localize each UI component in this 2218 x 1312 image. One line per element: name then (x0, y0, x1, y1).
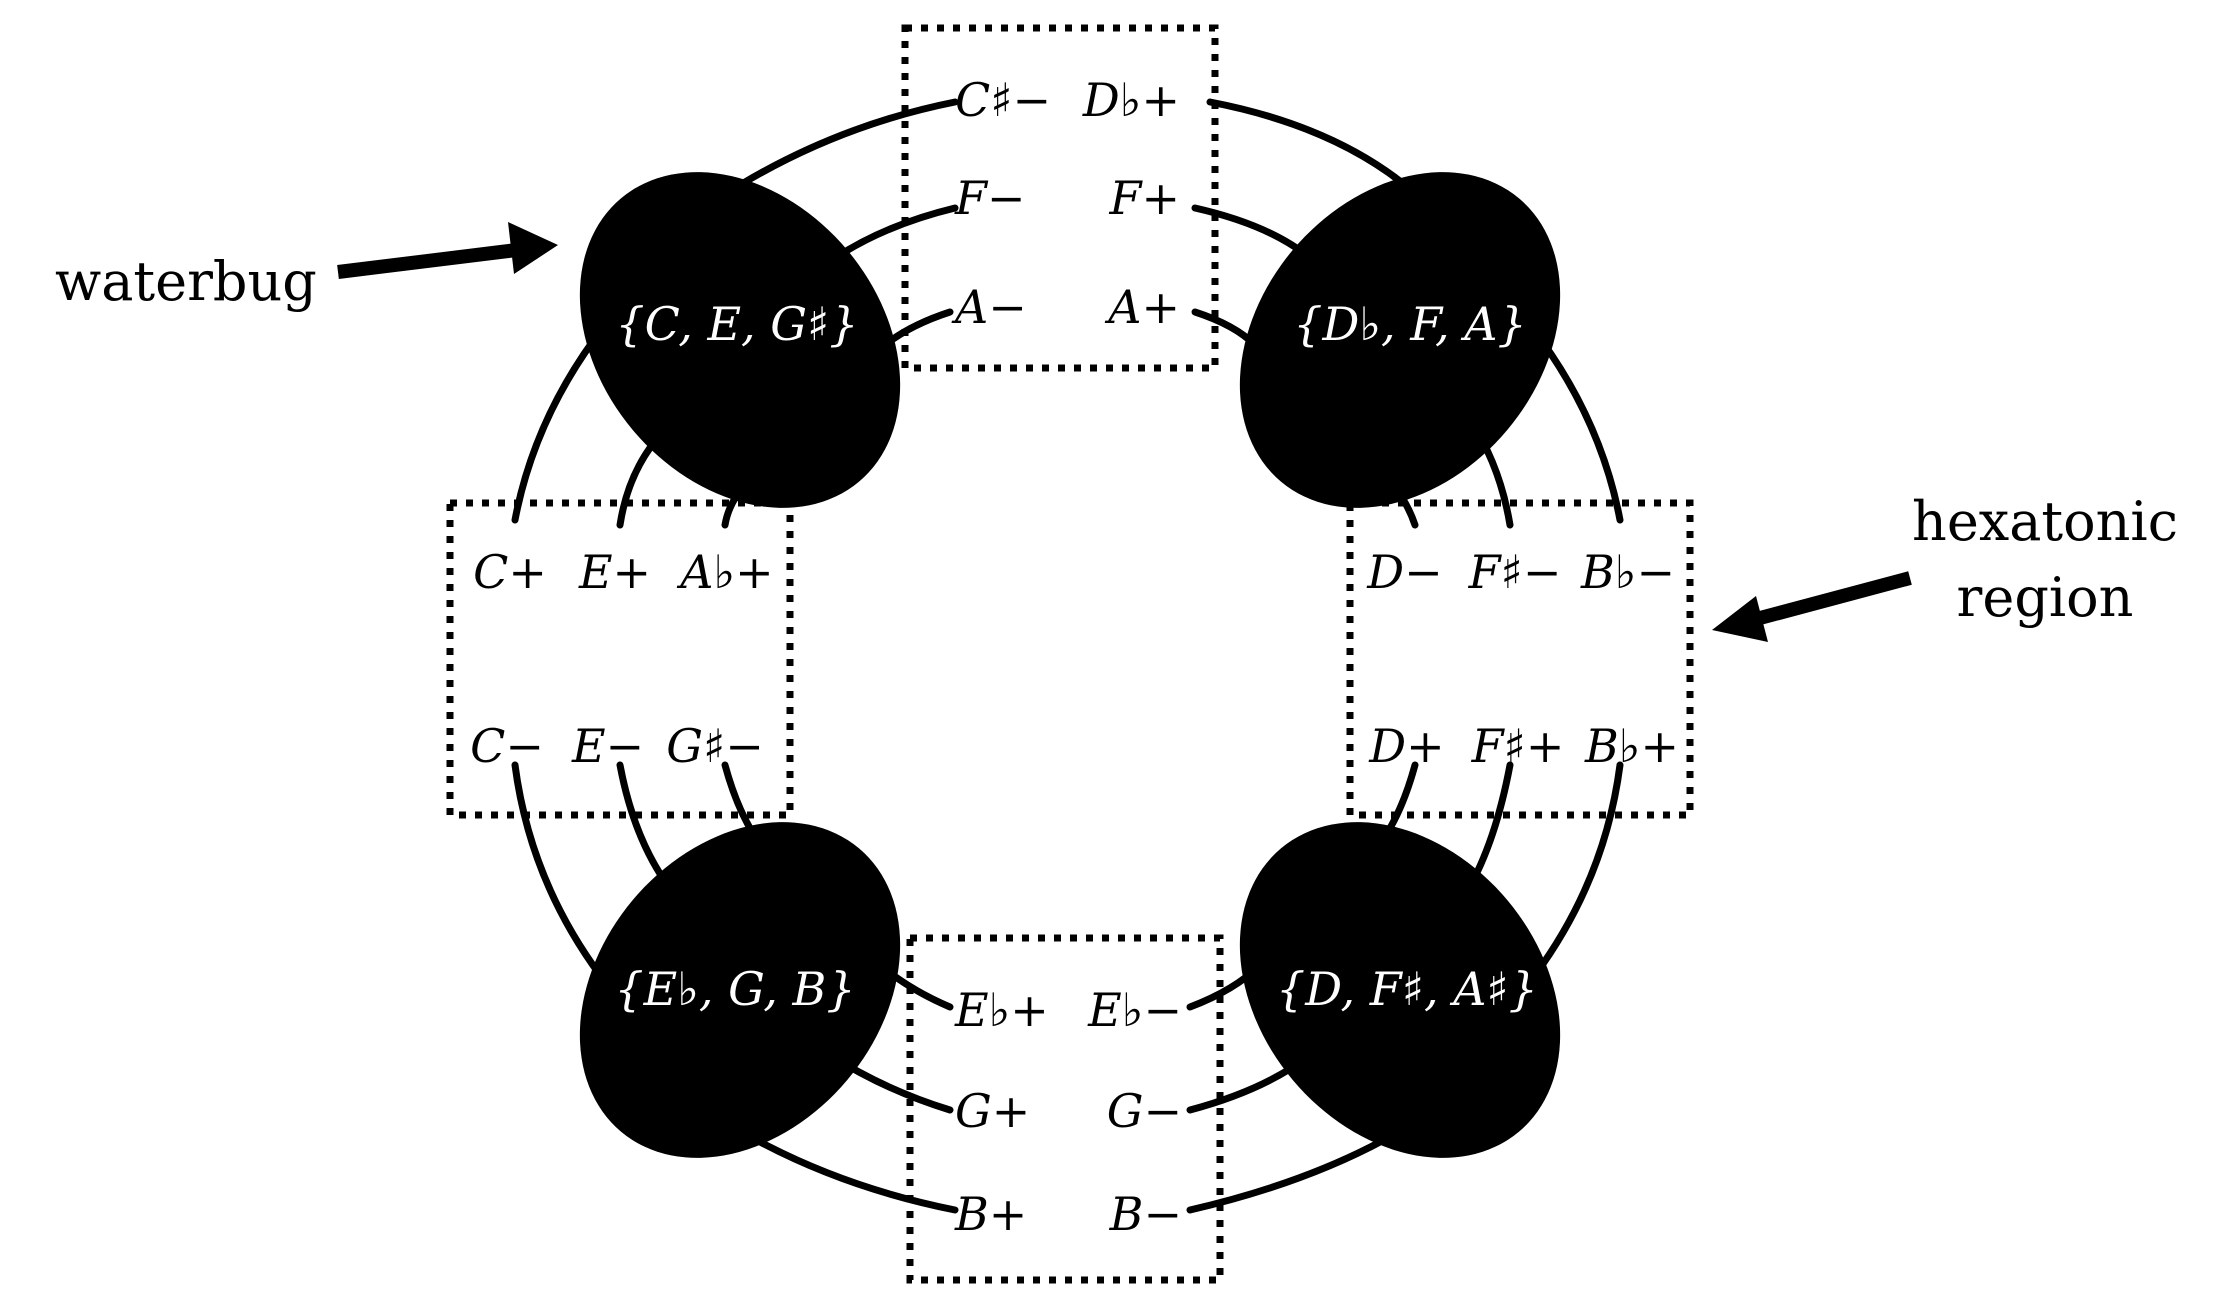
waterbug-annotation: waterbug (55, 250, 317, 313)
chord-label: E♭+ (954, 983, 1049, 1037)
waterbug-arrow-shaft (337, 242, 526, 279)
waterbug-top-right (1239, 172, 1561, 508)
hexatonic-annotation-line2: region (1957, 566, 2134, 629)
chord-label: E♭− (1087, 983, 1182, 1037)
set-label-bottom-right: {D, F♯, A♯} (1276, 962, 1538, 1016)
chord-label: D♭+ (1082, 73, 1180, 127)
chord-label: G+ (955, 1084, 1030, 1138)
curve-tl-top-outer (736, 98, 959, 189)
hexatonic-region-boxes (446, 24, 1694, 1284)
chord-label: A♭+ (676, 545, 773, 599)
chord-label: C♯− (955, 73, 1051, 127)
chord-label: G♯− (666, 719, 764, 773)
curve-tr-top-outer (1206, 98, 1409, 189)
hexatonic-arrow-shaft (1743, 571, 1912, 629)
region-box-left (446, 499, 794, 819)
chord-label: F♯+ (1471, 719, 1565, 773)
chord-label: D− (1366, 545, 1442, 599)
region-box-bottom (906, 934, 1224, 1284)
chord-label: G− (1107, 1084, 1182, 1138)
chord-label: B+ (954, 1187, 1027, 1241)
region-box-top (901, 24, 1219, 372)
chord-label: F♯− (1468, 545, 1562, 599)
hexatonic-arrow-head (1712, 596, 1768, 642)
annotations: waterbug hexatonic region (55, 222, 2178, 642)
waterbug-bottom-left (579, 822, 901, 1158)
chord-label: B♭+ (1584, 719, 1679, 773)
set-label-bottom-left: {E♭, G, B} (614, 962, 855, 1016)
waterbug-bottom-right (1239, 822, 1561, 1158)
hexatonic-annotation-line1: hexatonic (1912, 490, 2178, 553)
curve-tl-top-middle (831, 204, 959, 262)
waterbug-ellipses (579, 172, 1561, 1158)
region-left-labels: C+ E+ A♭+ C− E− G♯− (470, 545, 774, 773)
chord-label: F+ (1109, 171, 1180, 225)
chord-label: C+ (473, 545, 547, 599)
region-top-labels: C♯− F− A− D♭+ F+ A+ (951, 73, 1180, 334)
chord-label: E− (571, 719, 644, 773)
chord-label: E+ (578, 545, 651, 599)
chord-label: D+ (1368, 719, 1444, 773)
waterbug-arrow-head (508, 222, 558, 274)
set-label-top-left: {C, E, G♯} (615, 297, 858, 351)
region-bottom-labels: E♭+ G+ B+ E♭− G− B− (954, 983, 1182, 1241)
chord-label: A− (951, 280, 1027, 334)
chord-label: B− (1109, 1187, 1182, 1241)
chord-label: F− (954, 171, 1025, 225)
chord-label: C− (470, 719, 544, 773)
waterbug-set-labels: {C, E, G♯} {D♭, F, A} {E♭, G, B} {D, F♯,… (614, 297, 1538, 1016)
region-right-labels: D− F♯− B♭− D+ F♯+ B♭+ (1366, 545, 1679, 773)
curve-bl-left-outer (511, 761, 604, 979)
waterbug-top-left (579, 172, 901, 508)
chord-label: A+ (1104, 280, 1180, 334)
chord-label: B♭− (1580, 545, 1675, 599)
set-label-top-right: {D♭, F, A} (1293, 297, 1527, 351)
region-box-right (1346, 499, 1694, 819)
curve-tl-top-inner (881, 308, 954, 349)
curve-br-right-outer (1531, 761, 1624, 979)
